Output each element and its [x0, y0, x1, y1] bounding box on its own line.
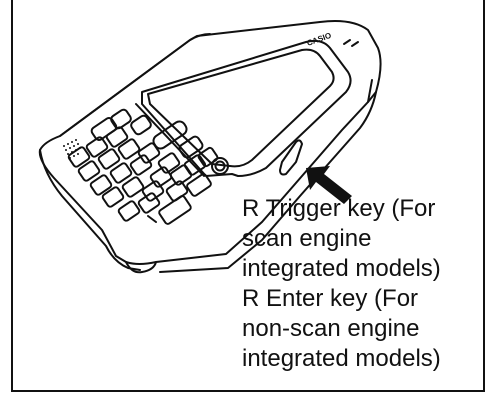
- key-f2: [110, 108, 132, 130]
- callout-caption: R Trigger key (For scan engine integrate…: [242, 194, 482, 374]
- speaker-grille: [63, 139, 81, 159]
- callout-line: R Enter key (For: [242, 285, 419, 312]
- callout-line: integrated models): [242, 255, 441, 282]
- number-keypad: [67, 126, 219, 225]
- screen: [147, 48, 335, 168]
- callout-line: integrated models): [242, 345, 441, 372]
- r-trigger-key: [279, 139, 303, 176]
- callout-line: R Trigger key (For: [242, 195, 436, 222]
- figure-frame: [11, 0, 485, 392]
- arrow-icon: [306, 166, 352, 204]
- key-f1: [90, 117, 118, 141]
- callout-line: non-scan engine: [242, 315, 420, 342]
- screen-bezel: [141, 39, 352, 177]
- key-f3: [130, 114, 152, 136]
- callout-line: scan engine: [242, 225, 372, 252]
- key-f5: [178, 135, 204, 159]
- enter-round-key: [211, 157, 229, 175]
